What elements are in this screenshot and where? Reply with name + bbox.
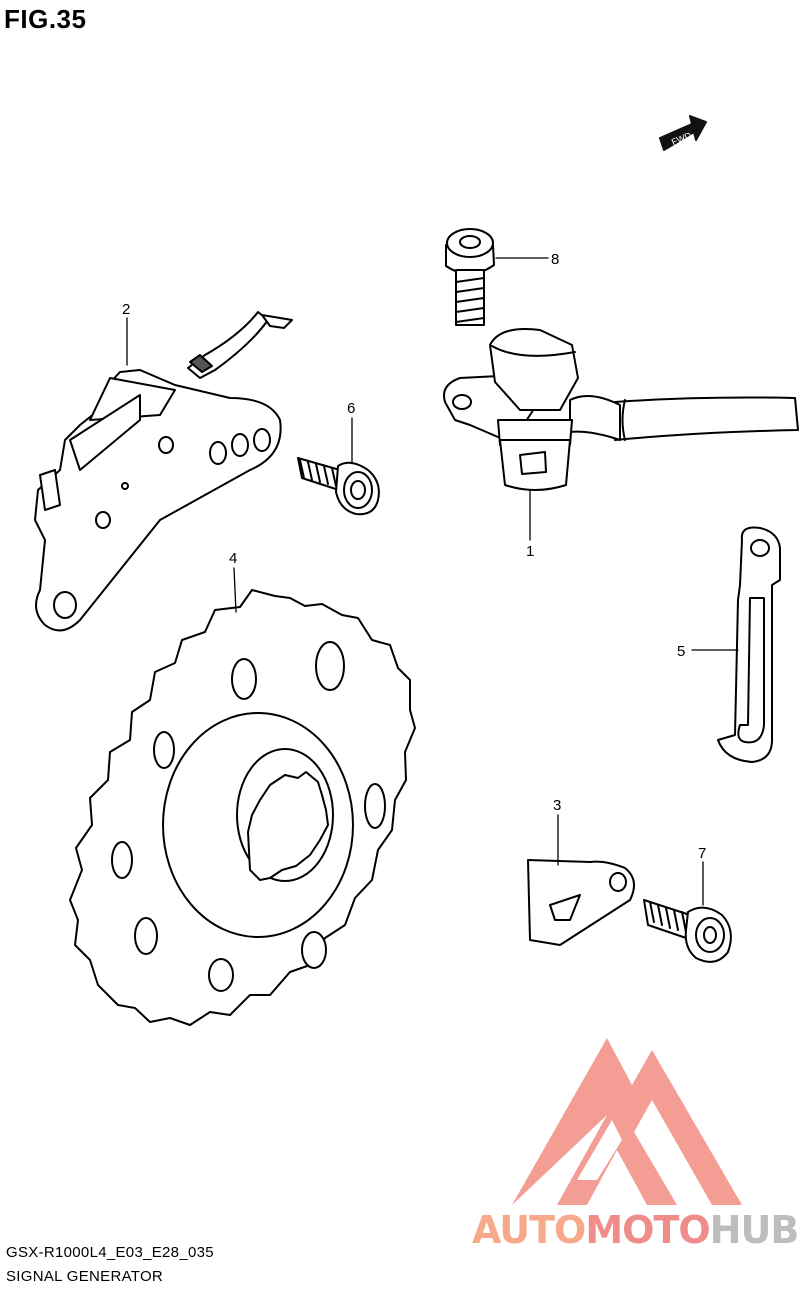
leader-lines — [126, 257, 739, 906]
callout-7: 7 — [698, 845, 706, 862]
footer-name: SIGNAL GENERATOR — [6, 1268, 164, 1285]
automotohub-logo-icon — [512, 1038, 742, 1205]
callout-6: 6 — [347, 400, 355, 417]
figure-title: FIG.35 — [4, 4, 87, 34]
part-4-sprocket — [69, 589, 416, 1026]
callout-3: 3 — [553, 797, 561, 814]
callout-5: 5 — [677, 643, 685, 660]
callout-1: 1 — [526, 543, 534, 560]
part-2-sensor-bracket — [34, 311, 293, 632]
watermark-auto: AUTO — [472, 1208, 586, 1252]
part-7-bolt — [643, 899, 732, 963]
part-8-bolt — [445, 228, 495, 326]
callout-8: 8 — [551, 251, 559, 268]
watermark-text: AUTOMOTOHUB — [472, 1208, 800, 1252]
watermark-hub: HUB — [709, 1208, 800, 1252]
part-1-signal-generator — [443, 328, 799, 491]
part-5-clamp — [717, 526, 781, 763]
callout-4: 4 — [229, 550, 237, 567]
part-3-plate — [527, 859, 635, 946]
footer-code: GSX-R1000L4_E03_E28_035 — [6, 1244, 214, 1261]
part-6-bolt — [297, 457, 380, 516]
watermark-moto: MOTO — [585, 1208, 710, 1252]
fwd-arrow-icon: FWD — [659, 115, 707, 151]
callout-2: 2 — [122, 301, 130, 318]
